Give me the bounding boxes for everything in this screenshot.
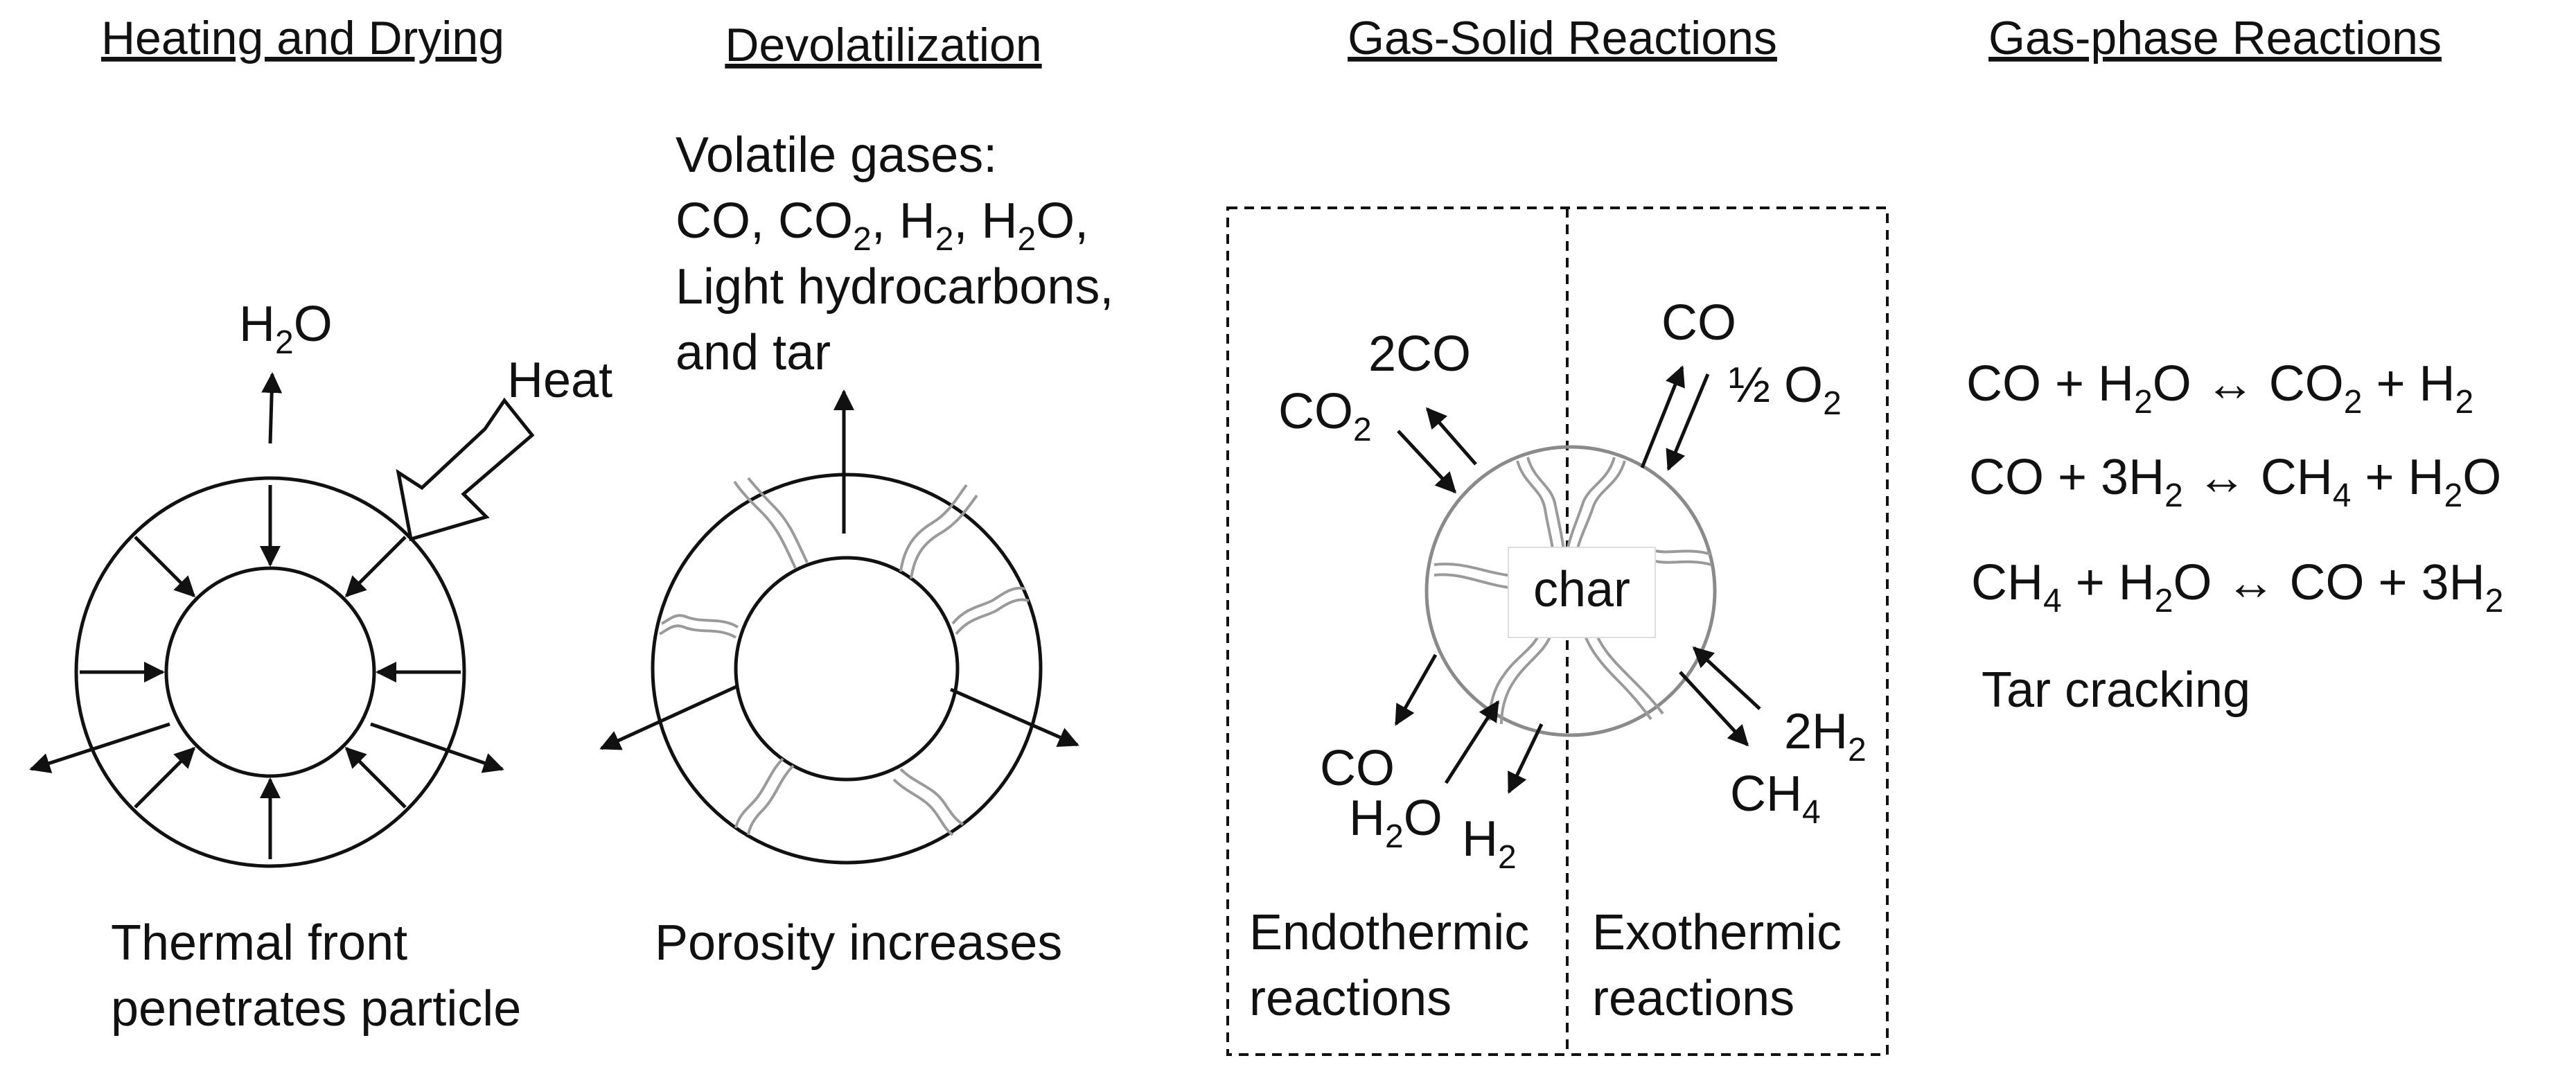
2co-out-arrow [1426,407,1477,466]
inward-arrow [344,536,407,598]
volatile-gases-heading: Volatile gases: [676,127,997,183]
2h2-label: 2H2 [1784,704,1867,768]
title-gas-solid-reactions: Gas-Solid Reactions [1348,12,1777,64]
pore-line [1655,560,1712,566]
gas-solid-panel: char 2CO CO2 CO ½ O2 CO H2O H2 2H2 CH4 E… [1226,206,1889,1056]
reaction-water-gas-shift: CO + H2O ↔ CO2 + H2 [1966,356,2473,421]
reaction-boundary-box [1226,206,1889,1056]
inward-arrow [134,746,196,809]
pore-line [733,480,797,569]
volatile-gases-tar: and tar [676,325,831,380]
outward-arrow-right [370,722,504,773]
pore-line [661,614,739,628]
pore-line [1582,630,1652,721]
co2-label: CO2 [1278,384,1372,448]
h2-out-arrow [1507,723,1544,794]
thermal-front-arrows [80,485,461,859]
pore-line [899,768,964,826]
pore-line [892,778,954,836]
outer-particle-circle [651,473,1043,865]
co-bottom-label: CO [1320,741,1395,796]
volatile-gases-hydrocarbons: Light hydrocarbons, [676,259,1113,315]
outward-arrow-right [949,687,1079,747]
endothermic-label-2: reactions [1249,971,1452,1026]
pore-line [1575,460,1626,555]
o2-in-arrow [1666,373,1710,471]
pore-line [910,494,978,579]
h2o-in-arrow [1444,700,1500,784]
pore-line [899,484,968,572]
co-out-arrow [1394,653,1438,726]
endothermic-label-1: Endothermic [1249,905,1529,960]
pore-line [1592,626,1664,715]
title-gas-phase-reactions: Gas-phase Reactions [1988,12,2442,64]
h2o-release-arrow [261,372,283,444]
ch4-label: CH4 [1730,766,1821,831]
exothermic-label-1: Exothermic [1592,905,1842,960]
inward-arrow [134,536,196,598]
porosity-caption: Porosity increases [655,915,1062,971]
pore-line [747,764,795,836]
2h2-in-arrow [1692,646,1761,710]
inner-core-circle [734,556,960,782]
reaction-methanation: CO + 3H2 ↔ CH4 + H2O [1969,450,2501,514]
char-label: char [1533,562,1630,617]
2co-label: 2CO [1368,326,1471,382]
pore-line [1566,457,1616,552]
pore-line [659,624,737,639]
heat-label: Heat [507,353,612,408]
pore-line [1526,457,1565,552]
reaction-tar-cracking: Tar cracking [1982,662,2250,718]
title-devolatilization: Devolatilization [725,19,1041,71]
pore-channels [659,477,1030,836]
devolatilization-panel: Volatile gases: CO, CO2, H2, H2O, Light … [599,127,1113,971]
thermal-front-caption-1: Thermal front [111,915,407,971]
pore-line [747,477,809,563]
pore-line [1500,630,1553,725]
volatile-gases-list: CO, CO2, H2, H2O, [676,193,1088,258]
title-heating-drying: Heating and Drying [101,12,504,64]
gas-phase-panel: CO + H2O ↔ CO2 + H2 CO + 3H2 ↔ CH4 + H2O… [1966,356,2503,718]
inner-core-circle [164,566,376,778]
heat-arrow-icon [396,397,535,542]
exothermic-label-2: reactions [1592,971,1794,1026]
pore-line [951,586,1026,625]
half-o2-label: ½ O2 [1729,358,1842,422]
outer-particle-circle [74,476,466,868]
char-label-box [1508,547,1656,638]
pore-line [1488,626,1543,721]
heating-drying-panel: H2O Heat Thermal front penetrates partic… [29,297,612,1037]
outward-arrow-left [29,722,170,773]
pore-line [734,757,784,829]
pore-line [955,598,1030,635]
h2o-label: H2O [1349,791,1443,855]
thermal-front-caption-2: penetrates particle [111,981,521,1037]
co-top-label: CO [1661,295,1736,351]
co-out-arrow [1640,365,1685,468]
reaction-steam-reforming: CH4 + H2O ↔ CO + 3H2 [1971,555,2503,619]
co2-in-arrow [1397,430,1457,494]
inward-arrow [344,746,407,809]
ch4-out-arrow [1679,671,1749,747]
h2-label: H2 [1462,811,1517,876]
pore-line [1516,460,1555,555]
char-particle-circle [1424,445,1717,737]
pore-line [1655,549,1712,556]
h2o-label: H2O [239,297,333,361]
outward-arrow-left [599,684,739,750]
